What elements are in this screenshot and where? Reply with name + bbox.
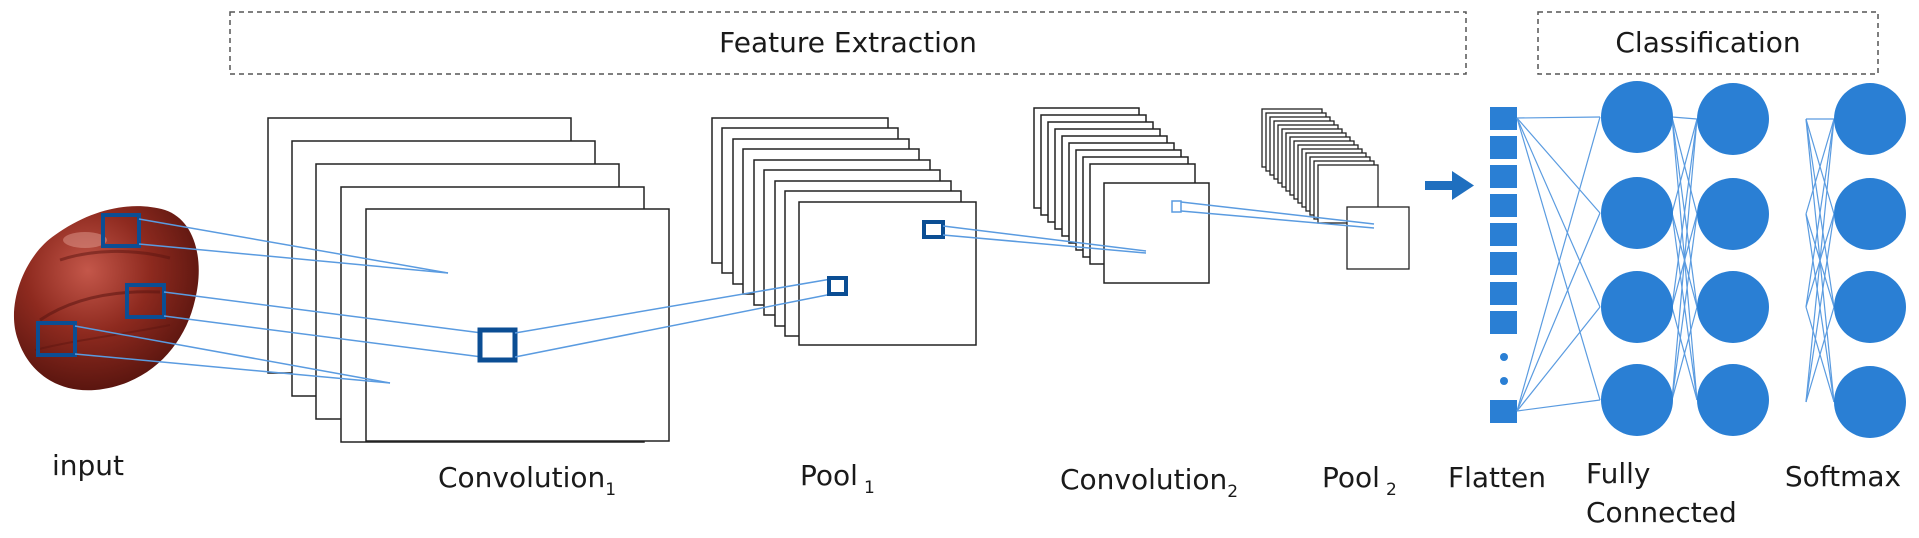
arrow-to-flatten (1425, 171, 1474, 200)
fc-label-line1: Fully (1586, 457, 1650, 490)
fc2-node (1697, 83, 1769, 155)
conv2-receptive-box (1171, 200, 1182, 213)
input-label: input (52, 449, 124, 482)
conv2-to-pool2-lines (1180, 201, 1375, 229)
softmax-nodes (1834, 83, 1906, 438)
input-image (13, 206, 199, 391)
softmax-label: Softmax (1785, 460, 1901, 493)
pool1-receptive-box (827, 276, 848, 296)
flatten-to-fc1-edges (1516, 116, 1601, 412)
softmax-node (1834, 83, 1906, 155)
fc2-to-softmax-edges (1805, 118, 1835, 403)
conv1-label: Convolution1 (438, 461, 616, 500)
softmax-node (1834, 178, 1906, 250)
pool1-feature-maps (711, 117, 977, 346)
classification-label: Classification (1615, 26, 1800, 59)
fc1-to-fc2-edges (1671, 116, 1698, 401)
input-to-conv1-lines (74, 218, 483, 384)
fc1-node (1601, 81, 1673, 153)
fc2-node (1697, 178, 1769, 250)
flatten-column (1490, 107, 1517, 423)
fc1-node (1601, 364, 1673, 436)
conv1-receptive-box (477, 327, 518, 363)
feature-extraction-label: Feature Extraction (719, 26, 977, 59)
softmax-node (1834, 366, 1906, 438)
conv1-feature-maps (267, 117, 670, 443)
input-receptive-box (36, 321, 77, 357)
pool2-feature-maps (1261, 108, 1410, 270)
flatten-label: Flatten (1448, 461, 1546, 494)
conv2-label: Convolution2 (1060, 463, 1238, 502)
fc2-node (1697, 271, 1769, 343)
fc1-node (1601, 177, 1673, 249)
fc2-node (1697, 364, 1769, 436)
softmax-node (1834, 271, 1906, 343)
fc2-nodes (1697, 83, 1769, 436)
classification-header: Classification (1537, 11, 1879, 75)
fc-label-line2: Connected (1586, 496, 1737, 529)
pool1-to-conv2-lines (942, 225, 1147, 254)
conv1-to-pool1-lines (514, 277, 838, 358)
feature-extraction-header: Feature Extraction (229, 11, 1467, 75)
input-receptive-box (101, 213, 141, 248)
fc1-nodes (1601, 81, 1673, 436)
pool1-small-box (922, 220, 945, 239)
fc1-node (1601, 271, 1673, 343)
conv2-feature-maps (1033, 107, 1210, 284)
input-receptive-box (125, 283, 166, 319)
